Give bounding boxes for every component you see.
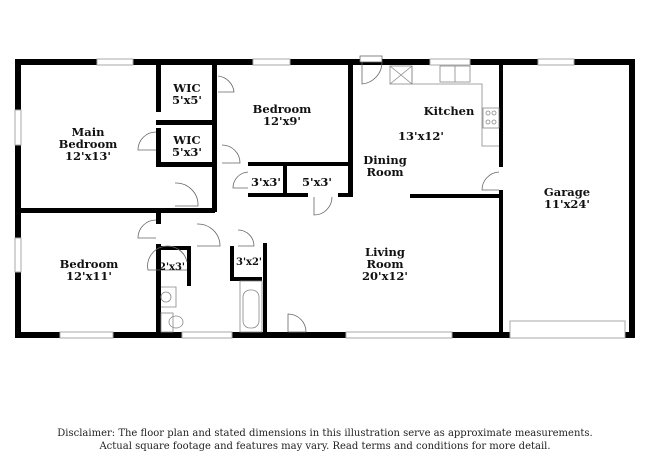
room-name: Living bbox=[365, 245, 405, 259]
room-size: 3'x3' bbox=[251, 175, 281, 189]
room-bedroom-3: Bedroom 12'x11' bbox=[60, 258, 119, 282]
room-name: Dining bbox=[363, 153, 407, 167]
room-garage: Garage 11'x24' bbox=[544, 186, 590, 210]
room-wic-2: WIC 5'x3' bbox=[172, 134, 202, 158]
room-name: Bedroom bbox=[59, 257, 119, 271]
room-name: Bedroom bbox=[252, 102, 312, 116]
room-size: 11'x24' bbox=[544, 197, 590, 211]
disclaimer: Disclaimer: The floor plan and stated di… bbox=[0, 427, 650, 453]
room-size: 12'x13' bbox=[65, 149, 111, 163]
room-name: Room bbox=[366, 257, 404, 271]
room-name: Garage bbox=[543, 185, 591, 199]
room-size: 5'x3' bbox=[172, 145, 202, 159]
room-size: 3'x2' bbox=[235, 257, 263, 268]
disclaimer-line-1: Disclaimer: The floor plan and stated di… bbox=[57, 428, 593, 439]
room-main-bedroom: Main Bedroom 12'x13' bbox=[59, 126, 118, 162]
room-wic-1: WIC 5'x5' bbox=[172, 82, 202, 106]
room-name: Main bbox=[71, 125, 105, 139]
room-name: Bedroom bbox=[58, 137, 118, 151]
closet-3x2: 3'x2' bbox=[236, 257, 262, 269]
windows bbox=[14, 58, 626, 339]
doors bbox=[137, 55, 500, 333]
room-name: Kitchen bbox=[423, 104, 475, 118]
room-size: 12'x11' bbox=[66, 269, 112, 283]
room-name: WIC bbox=[173, 81, 201, 95]
room-name: Room bbox=[366, 165, 404, 179]
room-size: 13'x12' bbox=[398, 129, 444, 143]
fixtures bbox=[160, 65, 500, 333]
room-size: 5'x3' bbox=[302, 175, 332, 189]
room-kitchen: Kitchen bbox=[424, 105, 475, 117]
disclaimer-line-2: Actual square footage and features may v… bbox=[99, 441, 551, 452]
room-dining: Dining Room bbox=[363, 154, 406, 178]
room-size: 2'x3' bbox=[158, 262, 186, 273]
room-size: 5'x5' bbox=[172, 93, 202, 107]
closet-5x3: 5'x3' bbox=[302, 176, 332, 188]
walls bbox=[15, 59, 635, 338]
closet-3x3: 3'x3' bbox=[251, 176, 281, 188]
room-size: 12'x9' bbox=[263, 114, 301, 128]
room-living: Living Room 20'x12' bbox=[362, 246, 408, 282]
room-name: WIC bbox=[173, 133, 201, 147]
room-kitchen-size: 13'x12' bbox=[398, 130, 444, 142]
closet-2x3: 2'x3' bbox=[159, 262, 185, 274]
room-bedroom-2: Bedroom 12'x9' bbox=[253, 103, 312, 127]
room-size: 20'x12' bbox=[362, 269, 408, 283]
